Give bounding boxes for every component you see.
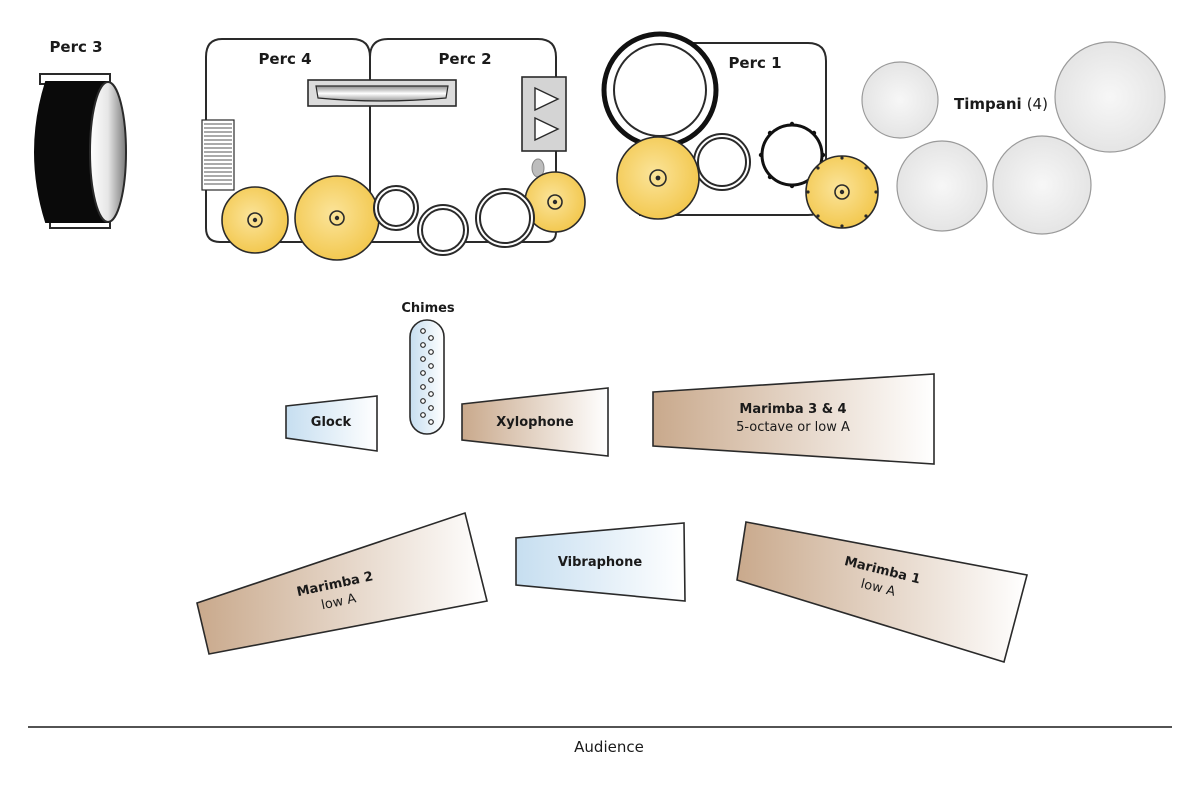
xylophone-label: Xylophone <box>496 415 574 430</box>
timpani-drum-icon <box>896 140 988 232</box>
cymbal-icon <box>221 186 289 254</box>
glock-station: Glock <box>285 395 378 452</box>
chime-tube-markers <box>420 328 434 425</box>
audience-label: Audience <box>574 738 644 756</box>
marimba34-note: 5-octave or low A <box>736 420 850 435</box>
perc1-station: Perc 1 <box>601 31 879 229</box>
perc3-station: Perc 3 <box>34 38 127 229</box>
mounted-bar-icon <box>307 79 457 107</box>
washboard-icon <box>201 119 235 191</box>
marimba34-station: Marimba 3 & 4 5-octave or low A <box>652 373 935 465</box>
timpani-drum-icon <box>861 61 939 139</box>
glock-label: Glock <box>311 415 352 430</box>
drum-icon <box>693 133 751 191</box>
vibraphone-station: Vibraphone <box>515 522 686 602</box>
perc3-label: Perc 3 <box>49 38 102 56</box>
cymbal-icon <box>805 155 879 229</box>
marimba34-name: Marimba 3 & 4 <box>739 402 846 417</box>
perc2-frame <box>369 38 557 243</box>
chimes-icon <box>409 319 445 435</box>
large-drum-icon <box>601 31 719 149</box>
drum-icon <box>373 185 419 231</box>
vibraphone-label: Vibraphone <box>558 555 643 570</box>
xylophone-shape <box>461 387 609 457</box>
cymbal-icon <box>294 175 380 261</box>
snare-drum-icon <box>758 121 826 189</box>
bass-drum-icon <box>34 73 127 229</box>
cymbal-icon <box>616 136 700 220</box>
chimes-station: Chimes <box>401 301 455 435</box>
marimba2-note: low A <box>320 591 358 613</box>
timpani-drum-icon <box>1054 41 1166 153</box>
perc2-label: Perc 2 <box>438 50 491 68</box>
perc4-perc2-station: Perc 4 Perc 2 <box>201 38 586 261</box>
audience-marker: Audience <box>28 726 1172 756</box>
timpani-label: Timpani(4) <box>954 95 1048 113</box>
timpani-drum-icon <box>992 135 1092 235</box>
timpani-station: Timpani(4) <box>861 41 1166 235</box>
marimba1-station: Marimba 1 low A <box>736 521 1028 664</box>
marimba34-shape <box>652 373 935 465</box>
triangle-rack-icon <box>521 76 567 152</box>
marimba2-station: Marimba 2 low A <box>196 511 488 655</box>
chimes-label: Chimes <box>401 301 455 316</box>
perc4-label: Perc 4 <box>258 50 311 68</box>
marimba1-shape <box>736 521 1028 664</box>
drum-icon <box>475 188 535 248</box>
glock-shape <box>285 395 378 452</box>
perc4-frame <box>205 38 371 243</box>
vibraphone-shape <box>515 522 686 602</box>
perc1-label: Perc 1 <box>728 54 781 72</box>
marimba2-shape <box>196 511 488 655</box>
drum-icon <box>417 204 469 256</box>
xylophone-station: Xylophone <box>461 387 609 457</box>
